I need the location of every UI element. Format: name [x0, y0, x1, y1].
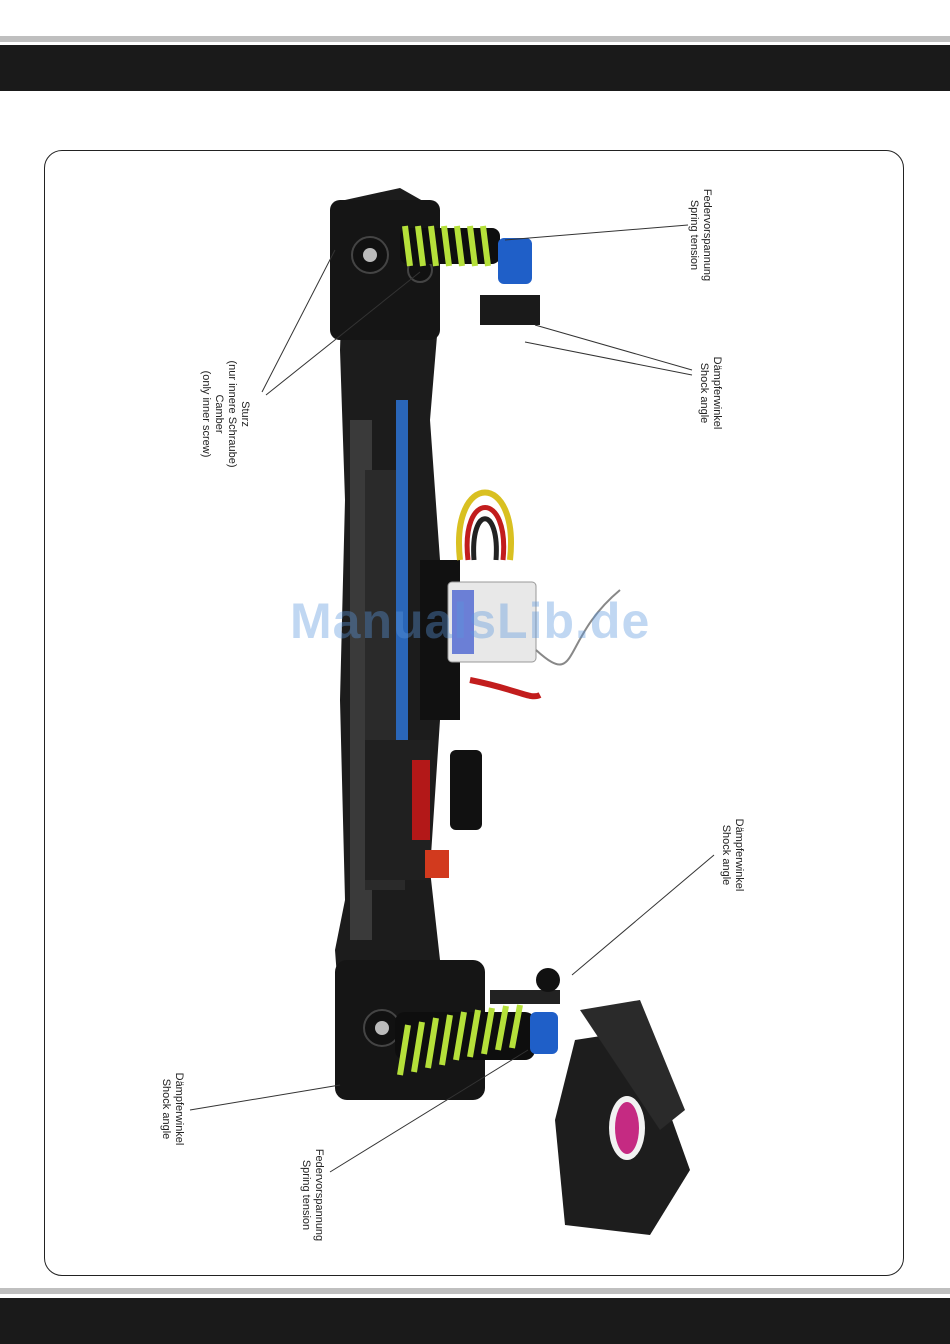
label-bottom-shock-left: Dämpferwinkel Shock angle [159, 1049, 185, 1169]
watermark: ManualsLib.de [290, 592, 670, 650]
label-top-spring: Federvorspannung Spring tension [687, 175, 713, 295]
label-top-shock: Dämpferwinkel Shock angle [697, 333, 723, 453]
wire-loop [459, 493, 511, 561]
label-bottom-spring: Federvorspannung Spring tension [299, 1135, 325, 1255]
footer-rule [0, 1288, 950, 1294]
label-camber: Sturz (nur innere Schraube) Camber (only… [199, 344, 251, 484]
red-wire [470, 680, 540, 696]
front-shock-mount [480, 295, 540, 325]
footer-band [0, 1298, 950, 1344]
connector [425, 850, 449, 878]
label-bottom-shock-right: Dämpferwinkel Shock angle [719, 795, 745, 915]
